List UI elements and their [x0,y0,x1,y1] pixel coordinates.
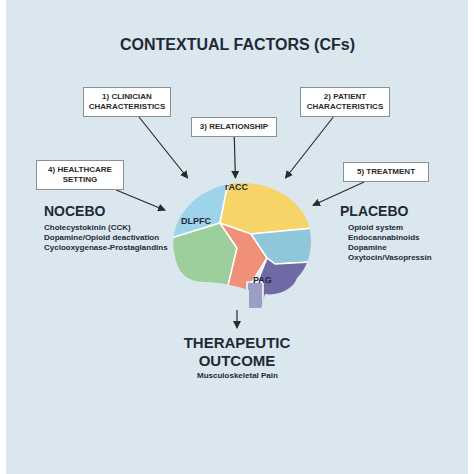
box-label: 2) PATIENT CHARACTERISTICS [305,92,385,112]
mechanism-text: Dopamine/Opioid deactivation [44,233,159,242]
factor-arrow [286,117,334,178]
section-heading: PLACEBO [340,203,408,219]
section-heading: NOCEBO [44,203,105,219]
outcome-heading: THERAPEUTIC OUTCOME [177,334,297,370]
factor-box: 4) HEALTHCARE SETTING [36,160,124,190]
diagram-title: CONTEXTUAL FACTORS (CFs) [120,36,355,54]
brain-drawing [165,178,313,310]
box-label: 4) HEALTHCARE SETTING [41,165,119,185]
factor-box: 2) PATIENT CHARACTERISTICS [300,87,390,117]
brain-region-label: rACC [225,182,248,192]
mechanism-text: Endocannabinoids [348,233,420,242]
factor-arrow [313,182,364,205]
factor-arrow [116,190,165,210]
box-label: 1) CLINICIAN CHARACTERISTICS [88,92,166,112]
factor-arrow [139,117,188,178]
mechanism-text: Cyclooxygenase-Prostaglandins [44,243,168,252]
box-label: 5) TREATMENT [348,167,424,177]
brain-illustration: rACC DLPFC PAG [165,178,313,310]
factor-box: 3) RELATIONSHIP [191,117,277,137]
mechanism-text: Oxytocin/Vasopressin [348,253,432,262]
brain-region-label: PAG [253,275,272,285]
factor-arrow [234,137,235,178]
box-label: 3) RELATIONSHIP [196,122,272,132]
factor-box: 5) TREATMENT [343,162,429,182]
brain-region-label: DLPFC [181,216,211,226]
outcome-arrow [236,310,237,328]
mechanism-text: Dopamine [348,243,387,252]
mechanism-text: Opioid system [348,223,403,232]
mechanism-text: Cholecystokinin (CCK) [44,223,131,232]
mechanism-text: Musculoskeletal Pain [197,371,278,380]
factor-box: 1) CLINICIAN CHARACTERISTICS [83,87,171,117]
